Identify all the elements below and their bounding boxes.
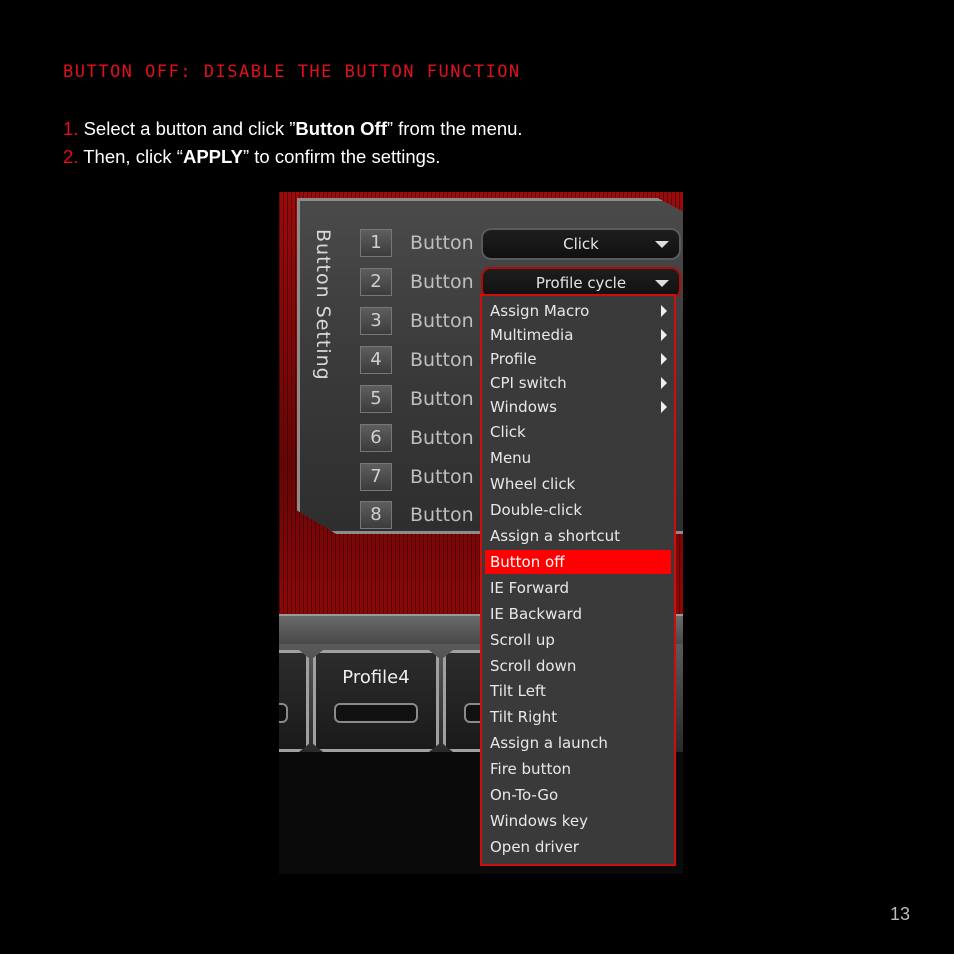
menu-item-label: Fire button [490, 760, 572, 778]
page-number: 13 [890, 904, 911, 924]
menu-item-label: IE Forward [490, 579, 569, 597]
button-label: Button [410, 232, 474, 254]
menu-item-label: Windows [490, 398, 557, 416]
dropdown-value: Profile cycle [535, 274, 627, 292]
button-label: Button [410, 349, 474, 371]
button-number: 2 [360, 268, 392, 296]
instruction-step-2: 2. Then, click “APPLY” to confirm the se… [63, 146, 440, 168]
menu-item-profile[interactable]: Profile [485, 347, 671, 371]
step-text-end: ” to confirm the settings. [242, 146, 441, 167]
section-heading: Button off: disable the button function [63, 62, 521, 82]
button-label: Button [410, 427, 474, 449]
panel-title: Button Setting [312, 229, 334, 381]
button-number: 7 [360, 463, 392, 491]
profile-label: Profile4 [342, 667, 410, 688]
chevron-down-icon [655, 241, 669, 248]
menu-item-label: Assign Macro [490, 302, 590, 320]
menu-item-label: Tilt Right [490, 708, 558, 726]
button-label: Button [410, 466, 474, 488]
menu-item-label: Windows key [490, 812, 588, 830]
menu-item-windows-key[interactable]: Windows key [485, 809, 671, 833]
menu-item-ie-forward[interactable]: IE Forward [485, 576, 671, 600]
menu-item-double-click[interactable]: Double-click [485, 498, 671, 522]
menu-item-open-driver[interactable]: Open driver [485, 835, 671, 859]
chevron-down-icon [655, 280, 669, 287]
menu-item-label: Tilt Left [490, 682, 546, 700]
submenu-arrow-icon [661, 377, 667, 389]
menu-item-menu[interactable]: Menu [485, 446, 671, 470]
button-label: Button [410, 504, 474, 526]
menu-item-wheel-click[interactable]: Wheel click [485, 472, 671, 496]
button-number: 6 [360, 424, 392, 452]
menu-item-label: Assign a launch [490, 734, 608, 752]
button-label: Button [410, 388, 474, 410]
profile-slot [334, 703, 418, 723]
menu-item-label: On-To-Go [490, 786, 559, 804]
profile-card-4[interactable]: Profile4 [313, 650, 439, 752]
button-label: Button [410, 310, 474, 332]
menu-item-label: Assign a shortcut [490, 527, 620, 545]
menu-item-label: Multimedia [490, 326, 574, 344]
button-number: 5 [360, 385, 392, 413]
button-number: 8 [360, 501, 392, 529]
menu-item-tilt-right[interactable]: Tilt Right [485, 705, 671, 729]
menu-item-label: Menu [490, 449, 532, 467]
step-text: Then, click “ [78, 146, 183, 167]
menu-item-label: Open driver [490, 838, 579, 856]
submenu-arrow-icon [661, 353, 667, 365]
menu-item-on-to-go[interactable]: On-To-Go [485, 783, 671, 807]
menu-item-click[interactable]: Click [485, 420, 671, 444]
menu-item-assign-launch[interactable]: Assign a launch [485, 731, 671, 755]
submenu-arrow-icon [661, 305, 667, 317]
menu-item-label: Profile [490, 350, 537, 368]
step-number: 1. [63, 118, 79, 139]
step-text-end: ” from the menu. [386, 118, 523, 139]
button-number: 4 [360, 346, 392, 374]
button-label: Button [410, 271, 474, 293]
menu-item-label: Scroll up [490, 631, 555, 649]
menu-item-cpi-switch[interactable]: CPI switch [485, 371, 671, 395]
profile-slot [279, 703, 288, 723]
button-number: 3 [360, 307, 392, 335]
menu-item-label: CPI switch [490, 374, 567, 392]
dropdown-value: Click [563, 235, 599, 253]
function-context-menu: Assign Macro Multimedia Profile CPI swit… [480, 294, 676, 866]
menu-item-label: Wheel click [490, 475, 576, 493]
menu-item-scroll-up[interactable]: Scroll up [485, 628, 671, 652]
menu-item-scroll-down[interactable]: Scroll down [485, 654, 671, 678]
menu-item-windows[interactable]: Windows [485, 395, 671, 419]
instruction-step-1: 1. Select a button and click ”Button Off… [63, 118, 523, 140]
menu-item-label: Scroll down [490, 657, 577, 675]
menu-item-assign-macro[interactable]: Assign Macro [485, 299, 671, 323]
step-emphasis: APPLY [182, 146, 243, 167]
button-1-function-dropdown[interactable]: Click [481, 228, 681, 260]
menu-item-ie-backward[interactable]: IE Backward [485, 602, 671, 626]
menu-item-label: Click [490, 423, 526, 441]
menu-item-button-off[interactable]: Button off [485, 550, 671, 574]
menu-item-label: IE Backward [490, 605, 582, 623]
submenu-arrow-icon [661, 329, 667, 341]
step-emphasis: Button Off [295, 118, 387, 139]
step-number: 2. [63, 146, 79, 167]
menu-item-tilt-left[interactable]: Tilt Left [485, 679, 671, 703]
step-text: Select a button and click ” [78, 118, 296, 139]
software-screenshot: Button Setting 1 Button 2 Button 3 Butto… [279, 192, 683, 874]
menu-item-label: Double-click [490, 501, 583, 519]
menu-item-fire-button[interactable]: Fire button [485, 757, 671, 781]
submenu-arrow-icon [661, 401, 667, 413]
profile-card-prev[interactable] [279, 650, 309, 752]
menu-item-multimedia[interactable]: Multimedia [485, 323, 671, 347]
menu-item-assign-shortcut[interactable]: Assign a shortcut [485, 524, 671, 548]
menu-item-label: Button off [490, 553, 565, 571]
button-number: 1 [360, 229, 392, 257]
